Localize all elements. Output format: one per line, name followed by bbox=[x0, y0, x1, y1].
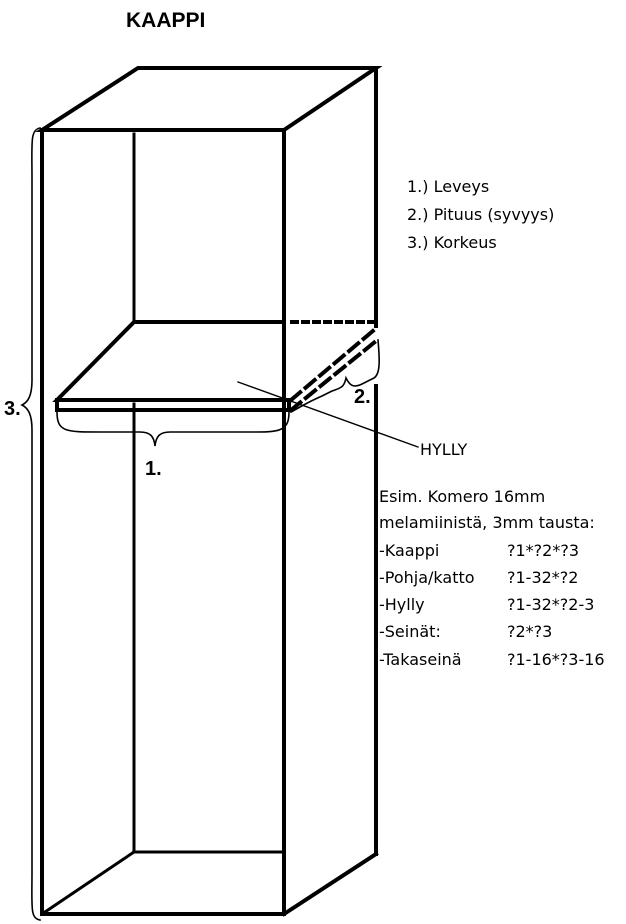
example-row-name: -Pohja/katto bbox=[379, 568, 475, 587]
depth-dimension-label: 2. bbox=[354, 386, 371, 408]
example-row-name: -Seinät: bbox=[379, 622, 441, 641]
depth-brace bbox=[289, 339, 380, 414]
shelf bbox=[52, 320, 379, 413]
example-row-formula: ?2*?3 bbox=[507, 622, 552, 641]
shelf-hidden-depth-edge-1 bbox=[288, 327, 377, 403]
dimension-legend: 1.) Leveys 2.) Pituus (syvyys) 3.) Korke… bbox=[407, 177, 554, 252]
cabinet-front-frame bbox=[40, 128, 286, 916]
example-row-name: -Hylly bbox=[379, 595, 425, 614]
example-row-formula: ?1-32*?2-3 bbox=[507, 595, 594, 614]
example-row-formula: ?1*?2*?3 bbox=[507, 541, 579, 560]
example-row-name: -Kaappi bbox=[379, 541, 439, 560]
example-row-formula: ?1-32*?2 bbox=[507, 568, 578, 587]
width-brace bbox=[56, 411, 290, 447]
cabinet-right-bottom-edge bbox=[281, 851, 379, 917]
height-dimension-label: 3. bbox=[4, 398, 21, 420]
inner-bottom-diagonal bbox=[39, 849, 137, 917]
example-block: Esim. Komero 16mm melamiinistä, 3mm taus… bbox=[379, 487, 605, 669]
legend-item-height: 3.) Korkeus bbox=[407, 233, 497, 252]
shelf-label: HYLLY bbox=[420, 440, 468, 459]
legend-item-depth: 2.) Pituus (syvyys) bbox=[407, 205, 554, 224]
cabinet-top-face bbox=[35, 66, 383, 132]
shelf-front-edge bbox=[55, 398, 291, 412]
height-brace bbox=[20, 127, 41, 921]
shelf-hidden-depth-edge-2 bbox=[288, 338, 379, 413]
shelf-top-face bbox=[52, 320, 286, 402]
example-heading-line2: melamiinistä, 3mm tausta: bbox=[379, 513, 595, 532]
legend-item-width: 1.) Leveys bbox=[407, 177, 489, 196]
example-row-name: -Takaseinä bbox=[379, 650, 462, 669]
example-row-formula: ?1-16*?3-16 bbox=[507, 650, 605, 669]
diagram-title: KAAPPI bbox=[126, 9, 205, 32]
cabinet-drawing bbox=[35, 66, 383, 917]
example-heading-line1: Esim. Komero 16mm bbox=[379, 487, 545, 506]
width-dimension-label: 1. bbox=[145, 458, 162, 480]
shelf-leader-line bbox=[237, 381, 419, 448]
